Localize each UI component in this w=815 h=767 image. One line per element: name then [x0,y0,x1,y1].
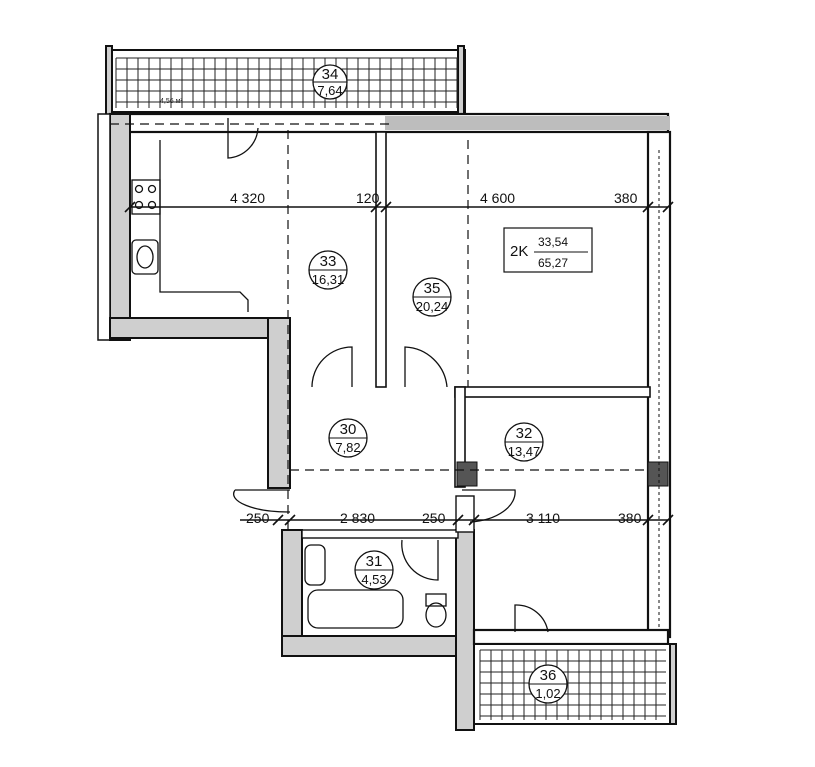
balcony-top: 4,56 м² [105,45,466,117]
apartment-type: 2K [510,243,528,260]
svg-text:34: 34 [322,66,339,83]
dimension-lines [124,201,674,526]
dim-room-32-width: 3 110 [526,510,560,526]
bathroom-fixtures [304,544,447,629]
svg-text:33: 33 [320,253,337,270]
svg-text:4,53: 4,53 [361,572,386,587]
apartment-summary: 2K 33,54 65,27 [503,227,593,273]
svg-text:35: 35 [424,280,441,297]
dim-hall-width: 2 830 [340,510,375,526]
kitchen-fixtures [131,140,249,312]
dim-partition: 120 [356,190,380,206]
svg-text:32: 32 [516,425,533,442]
balcony-bottom [473,643,677,725]
axes [110,123,650,530]
room-label-36: 36 1,02 [528,664,568,704]
svg-text:7,64: 7,64 [317,83,342,98]
dim-mid-wall: 250 [422,510,446,526]
apartment-total-area: 65,27 [538,256,568,270]
dim-wall-top: 380 [614,190,638,206]
svg-text:36: 36 [540,667,557,684]
dim-room-35-width: 4 600 [480,190,515,206]
room-label-35: 35 20,24 [412,277,452,317]
room-label-34: 34 7,64 [312,64,348,100]
svg-text:16,31: 16,31 [312,272,345,287]
room-label-31: 31 4,53 [354,550,394,590]
svg-text:7,82: 7,82 [335,440,360,455]
dim-wall-bottom: 380 [618,510,642,526]
room-label-33: 33 16,31 [308,250,348,290]
svg-text:13,47: 13,47 [508,444,541,459]
dim-kitchen-width: 4 320 [230,190,265,206]
walls [97,112,672,731]
doors [227,118,549,633]
svg-text:20,24: 20,24 [416,299,449,314]
svg-text:31: 31 [366,553,383,570]
apartment-living-area: 33,54 [538,235,568,249]
room-label-30: 30 7,82 [328,418,368,458]
balcony-note: 4,56 м² [160,98,183,105]
dim-left-wall: 250 [246,510,270,526]
svg-text:1,02: 1,02 [535,686,560,701]
svg-text:30: 30 [340,421,357,438]
room-label-32: 32 13,47 [504,422,544,462]
